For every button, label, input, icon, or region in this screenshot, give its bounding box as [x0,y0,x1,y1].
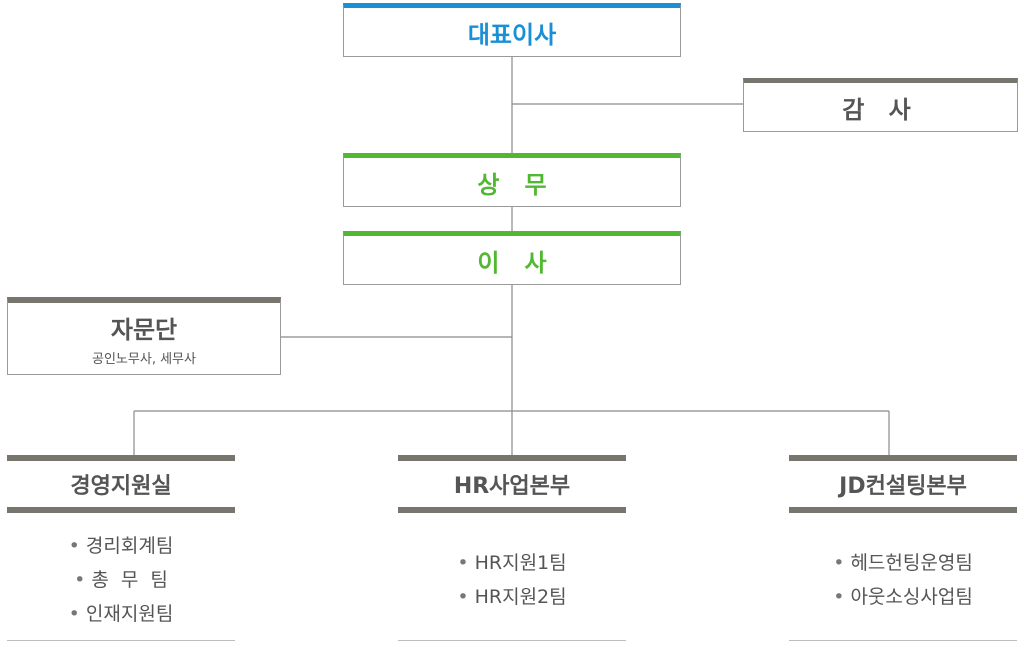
advisory-subtitle: 공인노무사, 세무사 [92,352,196,367]
department-name: HR사업본부 [398,455,626,513]
team-list: HR지원1팀 HR지원2팀 [398,513,626,641]
advisory-box: 자문단 공인노무사, 세무사 [7,297,281,375]
director-title: 이 사 [477,248,547,277]
department-name: 경영지원실 [7,455,235,513]
managing-director-box: 상 무 [343,153,681,207]
ceo-box: 대표이사 [343,3,681,57]
team-list: 헤드헌팅운영팀 아웃소싱사업팀 [789,513,1017,641]
advisory-title: 자문단 [110,316,178,344]
director-box: 이 사 [343,231,681,285]
team-list: 경리회계팀 총 무 팀 인재지원팀 [7,513,235,641]
team-item: 경리회계팀 [69,529,173,563]
managing-director-title: 상 무 [477,170,547,199]
team-item: 인재지원팀 [69,597,173,631]
ceo-title: 대표이사 [467,20,557,49]
team-item: HR지원1팀 [457,546,567,580]
department-hr-business: HR사업본부 HR지원1팀 HR지원2팀 [398,455,626,641]
team-item: 총 무 팀 [74,563,168,597]
department-management-support: 경영지원실 경리회계팀 총 무 팀 인재지원팀 [7,455,235,641]
audit-title: 감 사 [842,95,919,124]
team-item: 헤드헌팅운영팀 [833,546,972,580]
team-item: HR지원2팀 [457,580,567,614]
department-jd-consulting: JD컨설팅본부 헤드헌팅운영팀 아웃소싱사업팀 [789,455,1017,641]
team-item: 아웃소싱사업팀 [833,580,972,614]
department-name: JD컨설팅본부 [789,455,1017,513]
audit-box: 감 사 [743,78,1018,132]
